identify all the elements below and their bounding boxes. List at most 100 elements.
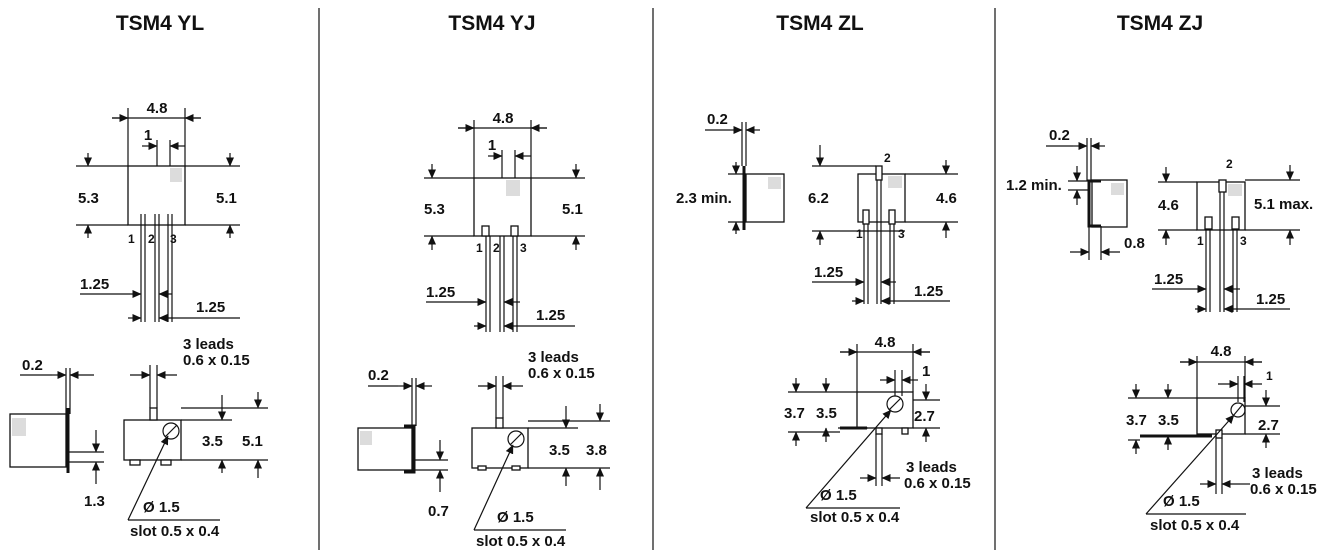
foot-width-label: 0.8 bbox=[1124, 235, 1145, 252]
outer-height-label: 3.7 bbox=[1126, 412, 1147, 429]
pin-3-label: 3 bbox=[170, 232, 177, 246]
side-body bbox=[9, 413, 67, 468]
front-body bbox=[471, 427, 529, 469]
lead-spacing-right-label: 1.25 bbox=[914, 283, 943, 300]
panel-title: TSM4 ZL bbox=[776, 12, 864, 35]
width-label: 4.8 bbox=[875, 334, 896, 351]
lead-spacing-right-label: 1.25 bbox=[196, 299, 225, 316]
pin-1-label: 1 bbox=[476, 241, 483, 255]
adjust-screw bbox=[162, 422, 180, 440]
lead-spacing-left-label: 1.25 bbox=[426, 284, 455, 301]
adjust-screw bbox=[1230, 402, 1246, 418]
panel-title: TSM4 YL bbox=[116, 12, 204, 35]
front-view: 4.8 1 3.7 3.5 2.7 3 leads 0.6 x 0.15 bbox=[784, 334, 971, 526]
front-body bbox=[123, 419, 182, 461]
side-view: 0.2 1.2 min. 0.8 bbox=[1006, 127, 1145, 260]
front-body bbox=[1196, 397, 1246, 435]
lead-offset-label: 1.3 bbox=[84, 493, 105, 510]
front-body bbox=[856, 391, 914, 429]
slot-label: slot 0.5 x 0.4 bbox=[810, 509, 900, 526]
mid-height-label: 3.5 bbox=[816, 405, 837, 422]
pin-2-label: 2 bbox=[493, 241, 500, 255]
lead-thickness-label: 0.2 bbox=[368, 367, 389, 384]
leads-count-label: 3 leads bbox=[906, 459, 957, 476]
min-height-label: 1.2 min. bbox=[1006, 177, 1062, 194]
lead-spacing-right-label: 1.25 bbox=[1256, 291, 1285, 308]
lead-thickness-label: 0.2 bbox=[22, 357, 43, 374]
inner-height-label: 3.5 bbox=[202, 433, 223, 450]
top-view: 4.8 1 5.3 5.1 1 2 3 bbox=[424, 110, 585, 332]
panel-title: TSM4 ZJ bbox=[1117, 12, 1203, 35]
lead-spacing-left-label: 1.25 bbox=[80, 276, 109, 293]
width-label: 4.8 bbox=[1211, 343, 1232, 360]
height-right-label: 5.1 max. bbox=[1254, 196, 1313, 213]
pin-2-label: 2 bbox=[148, 232, 155, 246]
height-right-label: 5.1 bbox=[216, 190, 237, 207]
pin-1-label: 1 bbox=[128, 232, 135, 246]
pin-2-label: 2 bbox=[884, 151, 891, 165]
pin-3-label: 3 bbox=[898, 227, 905, 241]
front-view: 3 leads 0.6 x 0.15 3.5 3.8 Ø 1.5 slot 0.… bbox=[471, 349, 610, 550]
pin-3-label: 3 bbox=[520, 241, 527, 255]
lead-spacing-left-label: 1.25 bbox=[1154, 271, 1183, 288]
width-label: 4.8 bbox=[147, 100, 168, 117]
height-right-label: 4.6 bbox=[936, 190, 957, 207]
top-view: 4.6 5.1 max. 1 2 3 1.25 1.25 bbox=[1152, 157, 1313, 313]
right-height-label: 2.7 bbox=[914, 408, 935, 425]
leads-count-label: 3 leads bbox=[1252, 465, 1303, 482]
side-view: 0.2 0.7 bbox=[357, 367, 449, 520]
leads-count-label: 3 leads bbox=[528, 349, 579, 366]
front-view: 3 leads 0.6 x 0.15 3.5 5.1 Ø 1.5 slot 0.… bbox=[123, 336, 268, 540]
outer-height-label: 3.8 bbox=[586, 442, 607, 459]
slot-label: slot 0.5 x 0.4 bbox=[476, 533, 566, 550]
pin-1-label: 1 bbox=[856, 227, 863, 241]
panel-tsm4-zl: TSM4 ZL 0.2 2.3 min. bbox=[676, 12, 971, 526]
inner-height-label: 3.5 bbox=[549, 442, 570, 459]
right-height-label: 2.7 bbox=[1258, 417, 1279, 434]
side-view: 0.2 2.3 min. bbox=[676, 111, 785, 234]
diameter-label: Ø 1.5 bbox=[497, 509, 534, 526]
front-view: 4.8 1 3.7 3.5 2.7 3 leads 0.6 x bbox=[1126, 343, 1317, 534]
slot-label: slot 0.5 x 0.4 bbox=[130, 523, 220, 540]
min-height-label: 2.3 min. bbox=[676, 190, 732, 207]
pitch-label: 1 bbox=[1266, 369, 1273, 383]
panel-title: TSM4 YJ bbox=[448, 12, 535, 35]
lead-spacing-left-label: 1.25 bbox=[814, 264, 843, 281]
component-body bbox=[127, 165, 186, 226]
adjust-screw bbox=[507, 430, 525, 448]
diameter-label: Ø 1.5 bbox=[820, 487, 857, 504]
pitch-label: 1 bbox=[488, 137, 496, 154]
shading bbox=[170, 168, 182, 182]
side-view: 0.2 1.3 bbox=[9, 357, 105, 510]
slot-label: slot 0.5 x 0.4 bbox=[1150, 517, 1240, 534]
lead-size-label: 0.6 x 0.15 bbox=[904, 475, 971, 492]
outer-height-label: 3.7 bbox=[784, 405, 805, 422]
diameter-label: Ø 1.5 bbox=[1163, 493, 1200, 510]
panel-tsm4-yl: TSM4 YL 4.8 1 5.3 5.1 bbox=[9, 12, 268, 540]
side-body bbox=[357, 427, 413, 471]
panel-tsm4-yj: TSM4 YJ 4.8 1 5.3 5.1 bbox=[357, 12, 610, 550]
lead-offset-label: 0.7 bbox=[428, 503, 449, 520]
width-label: 4.8 bbox=[493, 110, 514, 127]
lead-thickness-label: 0.2 bbox=[707, 111, 728, 128]
side-body bbox=[1091, 179, 1128, 228]
pitch-label: 1 bbox=[922, 363, 930, 380]
lead-thickness-label: 0.2 bbox=[1049, 127, 1070, 144]
height-left-label: 5.3 bbox=[424, 201, 445, 218]
outer-height-label: 5.1 bbox=[242, 433, 263, 450]
height-right-label: 5.1 bbox=[562, 201, 583, 218]
leads-count-label: 3 leads bbox=[183, 336, 234, 353]
top-view: 6.2 4.6 1 2 3 1.25 1.25 bbox=[808, 145, 958, 305]
diameter-label: Ø 1.5 bbox=[143, 499, 180, 516]
panel-tsm4-zj: TSM4 ZJ 0.2 1.2 min. 0.8 bbox=[1006, 12, 1317, 534]
pitch-label: 1 bbox=[144, 127, 152, 144]
height-left-label: 4.6 bbox=[1158, 197, 1179, 214]
lead-spacing-right-label: 1.25 bbox=[536, 307, 565, 324]
side-body bbox=[745, 173, 785, 223]
height-left-label: 5.3 bbox=[78, 190, 99, 207]
mid-height-label: 3.5 bbox=[1158, 412, 1179, 429]
top-view: 4.8 1 5.3 5.1 1 2 3 bbox=[76, 100, 240, 322]
lead-size-label: 0.6 x 0.15 bbox=[528, 365, 595, 382]
lead-size-label: 0.6 x 0.15 bbox=[183, 352, 250, 369]
